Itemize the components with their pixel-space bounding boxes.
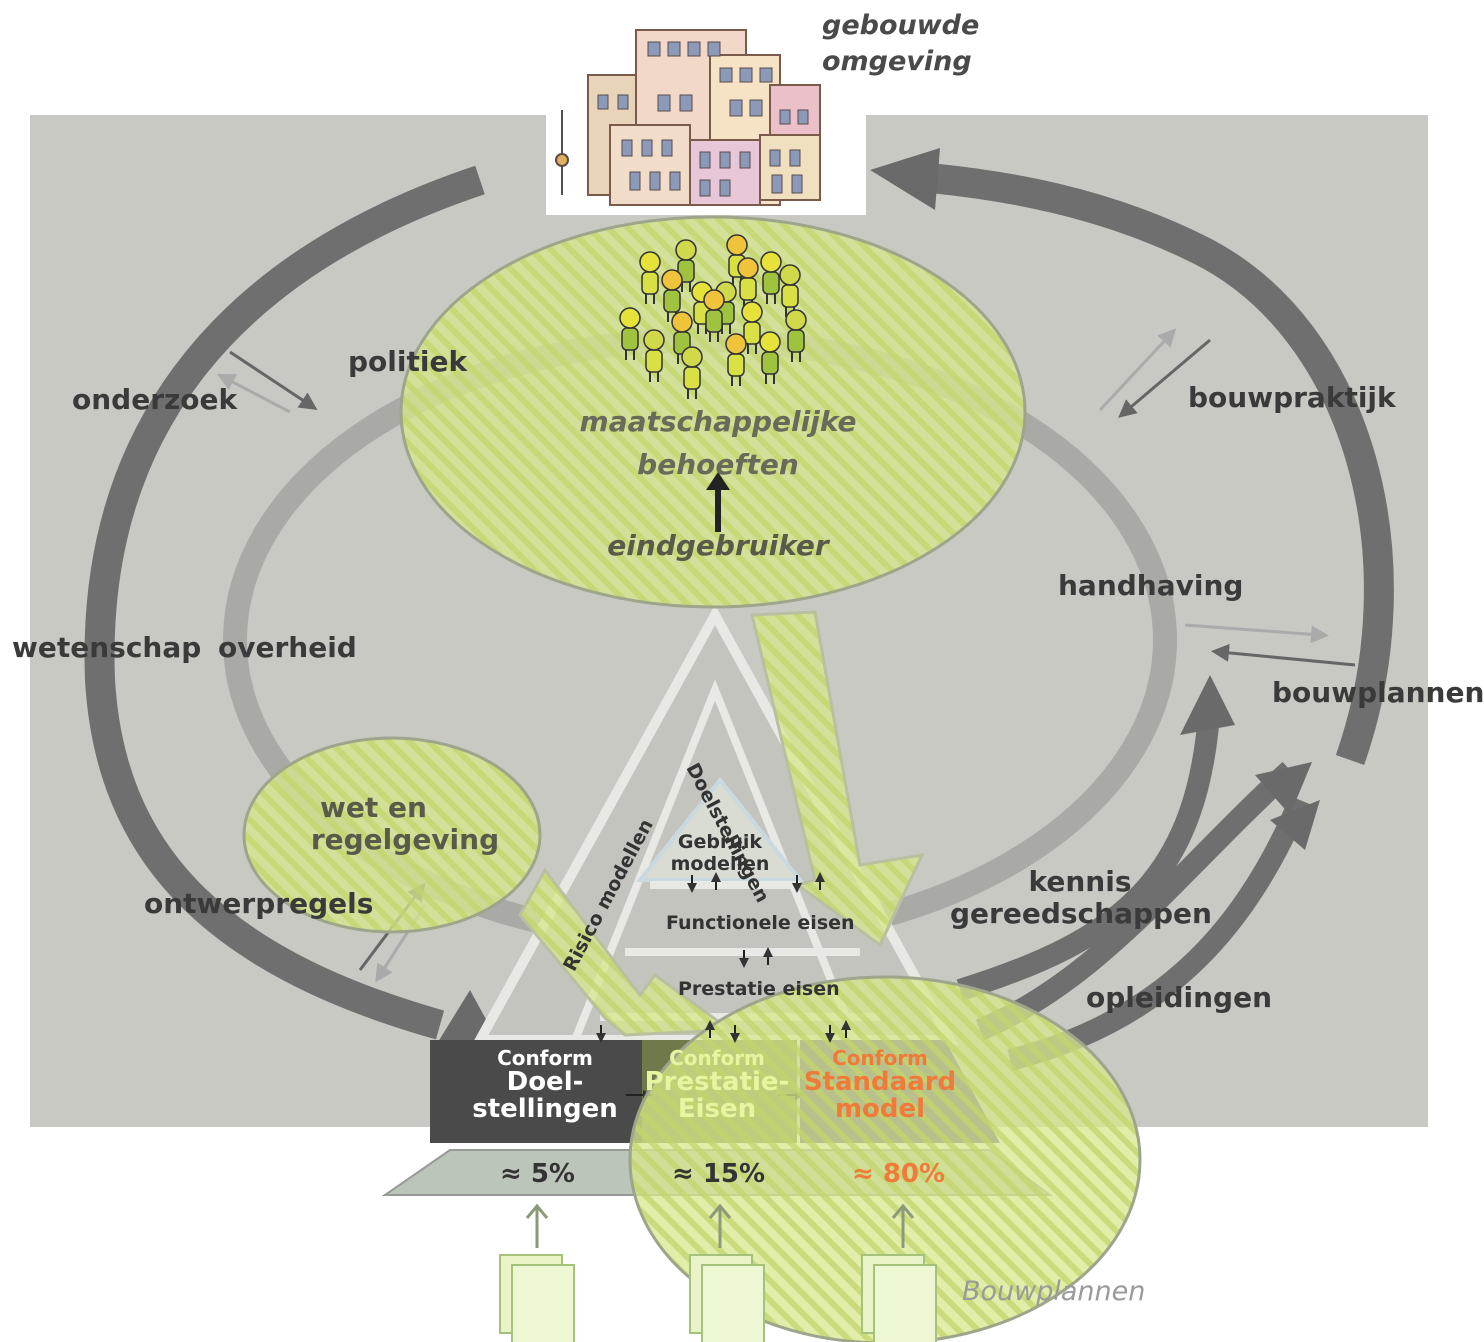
- regelgeving-line: regelgeving: [310, 823, 500, 857]
- maatschappelijke-line: maatschappelijke: [579, 405, 857, 438]
- document-icon-1: [499, 1203, 575, 1342]
- person-figure: [681, 346, 703, 399]
- person-figure: [661, 269, 683, 322]
- ontwerpregels-label: ontwerpregels: [144, 887, 374, 920]
- wet-line: wet en: [320, 791, 427, 824]
- eindgebruiker-arrowhead: [706, 472, 730, 490]
- box-doelstellingen: [430, 1040, 642, 1143]
- pyramid-small-arrows: [596, 872, 851, 1043]
- person-figure: [643, 329, 665, 382]
- gebruik-modellen-label: Gebruik modellen: [660, 831, 780, 876]
- box-1-line2: stellingen: [472, 1094, 618, 1125]
- person-figure: [785, 309, 807, 362]
- outer-arrowhead-top: [870, 148, 940, 210]
- right-arrowhead-1: [1180, 675, 1235, 735]
- overheid-label: overheid: [218, 631, 357, 664]
- right-arrowhead-3: [1270, 800, 1320, 850]
- gebouwde-omgeving-label: gebouwde omgeving: [822, 8, 979, 81]
- person-figure: [725, 333, 747, 386]
- person-figure: [759, 331, 781, 384]
- eindgebruiker-label: eindgebruiker: [607, 529, 829, 562]
- box-1-line1: Doel-: [506, 1067, 584, 1097]
- people-crowd-icon: [619, 234, 807, 399]
- modellen-line: modellen: [670, 852, 770, 875]
- bouwpraktijk-label: bouwpraktijk: [1188, 381, 1396, 414]
- gebruik-line: Gebruik: [677, 831, 763, 853]
- box-standaard-text: Conform Standaard model: [800, 1048, 960, 1124]
- outer-cycle: [84, 163, 1394, 1040]
- bouwplannen-ellipse: [628, 975, 1142, 1342]
- percent-80: ≈ 80%: [852, 1159, 946, 1189]
- wet-regelgeving-label: wet en regelgeving: [300, 791, 510, 857]
- kennis-line: kennis: [1028, 865, 1132, 898]
- person-figure: [619, 307, 641, 360]
- doc-icons: [499, 1203, 937, 1342]
- person-figure: [737, 257, 759, 310]
- wetenschap-label: wetenschap: [12, 631, 202, 664]
- politiek-label: politiek: [348, 345, 468, 378]
- buildings-illustration: [546, 29, 866, 215]
- behoeften-label: maatschappelijke behoeften: [560, 400, 876, 487]
- functionele-eisen-label: Functionele eisen: [666, 912, 855, 934]
- kennis-gereedschappen-label: kennis gereedschappen: [950, 865, 1212, 931]
- percent-5: ≈ 5%: [500, 1159, 575, 1189]
- box-3-line1: Standaard: [803, 1067, 957, 1097]
- gebouwde-line: gebouwde: [822, 10, 980, 41]
- right-arrowhead-2: [1255, 762, 1312, 815]
- box-2-top: Conform: [669, 1046, 765, 1070]
- bouwplannen-footer-label: Bouwplannen: [962, 1276, 1146, 1307]
- behoeften-line: behoeften: [637, 448, 799, 482]
- person-figure: [703, 289, 725, 342]
- omgeving-line: omgeving: [822, 46, 972, 78]
- bouwplannen-label: bouwplannen: [1272, 676, 1484, 709]
- prestatie-eisen-label: Prestatie eisen: [678, 978, 840, 1000]
- box-2-line2: Eisen: [677, 1094, 757, 1125]
- handhaving-label: handhaving: [1058, 569, 1244, 602]
- document-icon-3: [861, 1203, 937, 1342]
- gereedschappen-line: gereedschappen: [950, 897, 1212, 931]
- onderzoek-label: onderzoek: [72, 383, 238, 416]
- box-3-line2: model: [834, 1094, 926, 1125]
- box-1-top: Conform: [497, 1046, 593, 1070]
- risico-arrow: [518, 867, 735, 1037]
- person-figure: [760, 251, 782, 304]
- box-doelstellingen-text: Conform Doel- stellingen: [440, 1048, 650, 1124]
- person-figure: [779, 264, 801, 317]
- document-icon-2: [689, 1203, 765, 1342]
- doelstellingen-arrow: [750, 610, 925, 948]
- person-figure: [741, 301, 763, 354]
- percent-15: ≈ 15%: [672, 1159, 766, 1189]
- behoeften-ellipse: [399, 215, 1027, 609]
- wet-ellipse: [242, 736, 542, 934]
- opleidingen-label: opleidingen: [1086, 981, 1273, 1014]
- box-prestatie-text: Conform Prestatie- Eisen: [642, 1048, 792, 1124]
- person-figure: [639, 251, 661, 304]
- box-2-line1: Prestatie-: [644, 1067, 790, 1097]
- box-3-top: Conform: [832, 1046, 928, 1070]
